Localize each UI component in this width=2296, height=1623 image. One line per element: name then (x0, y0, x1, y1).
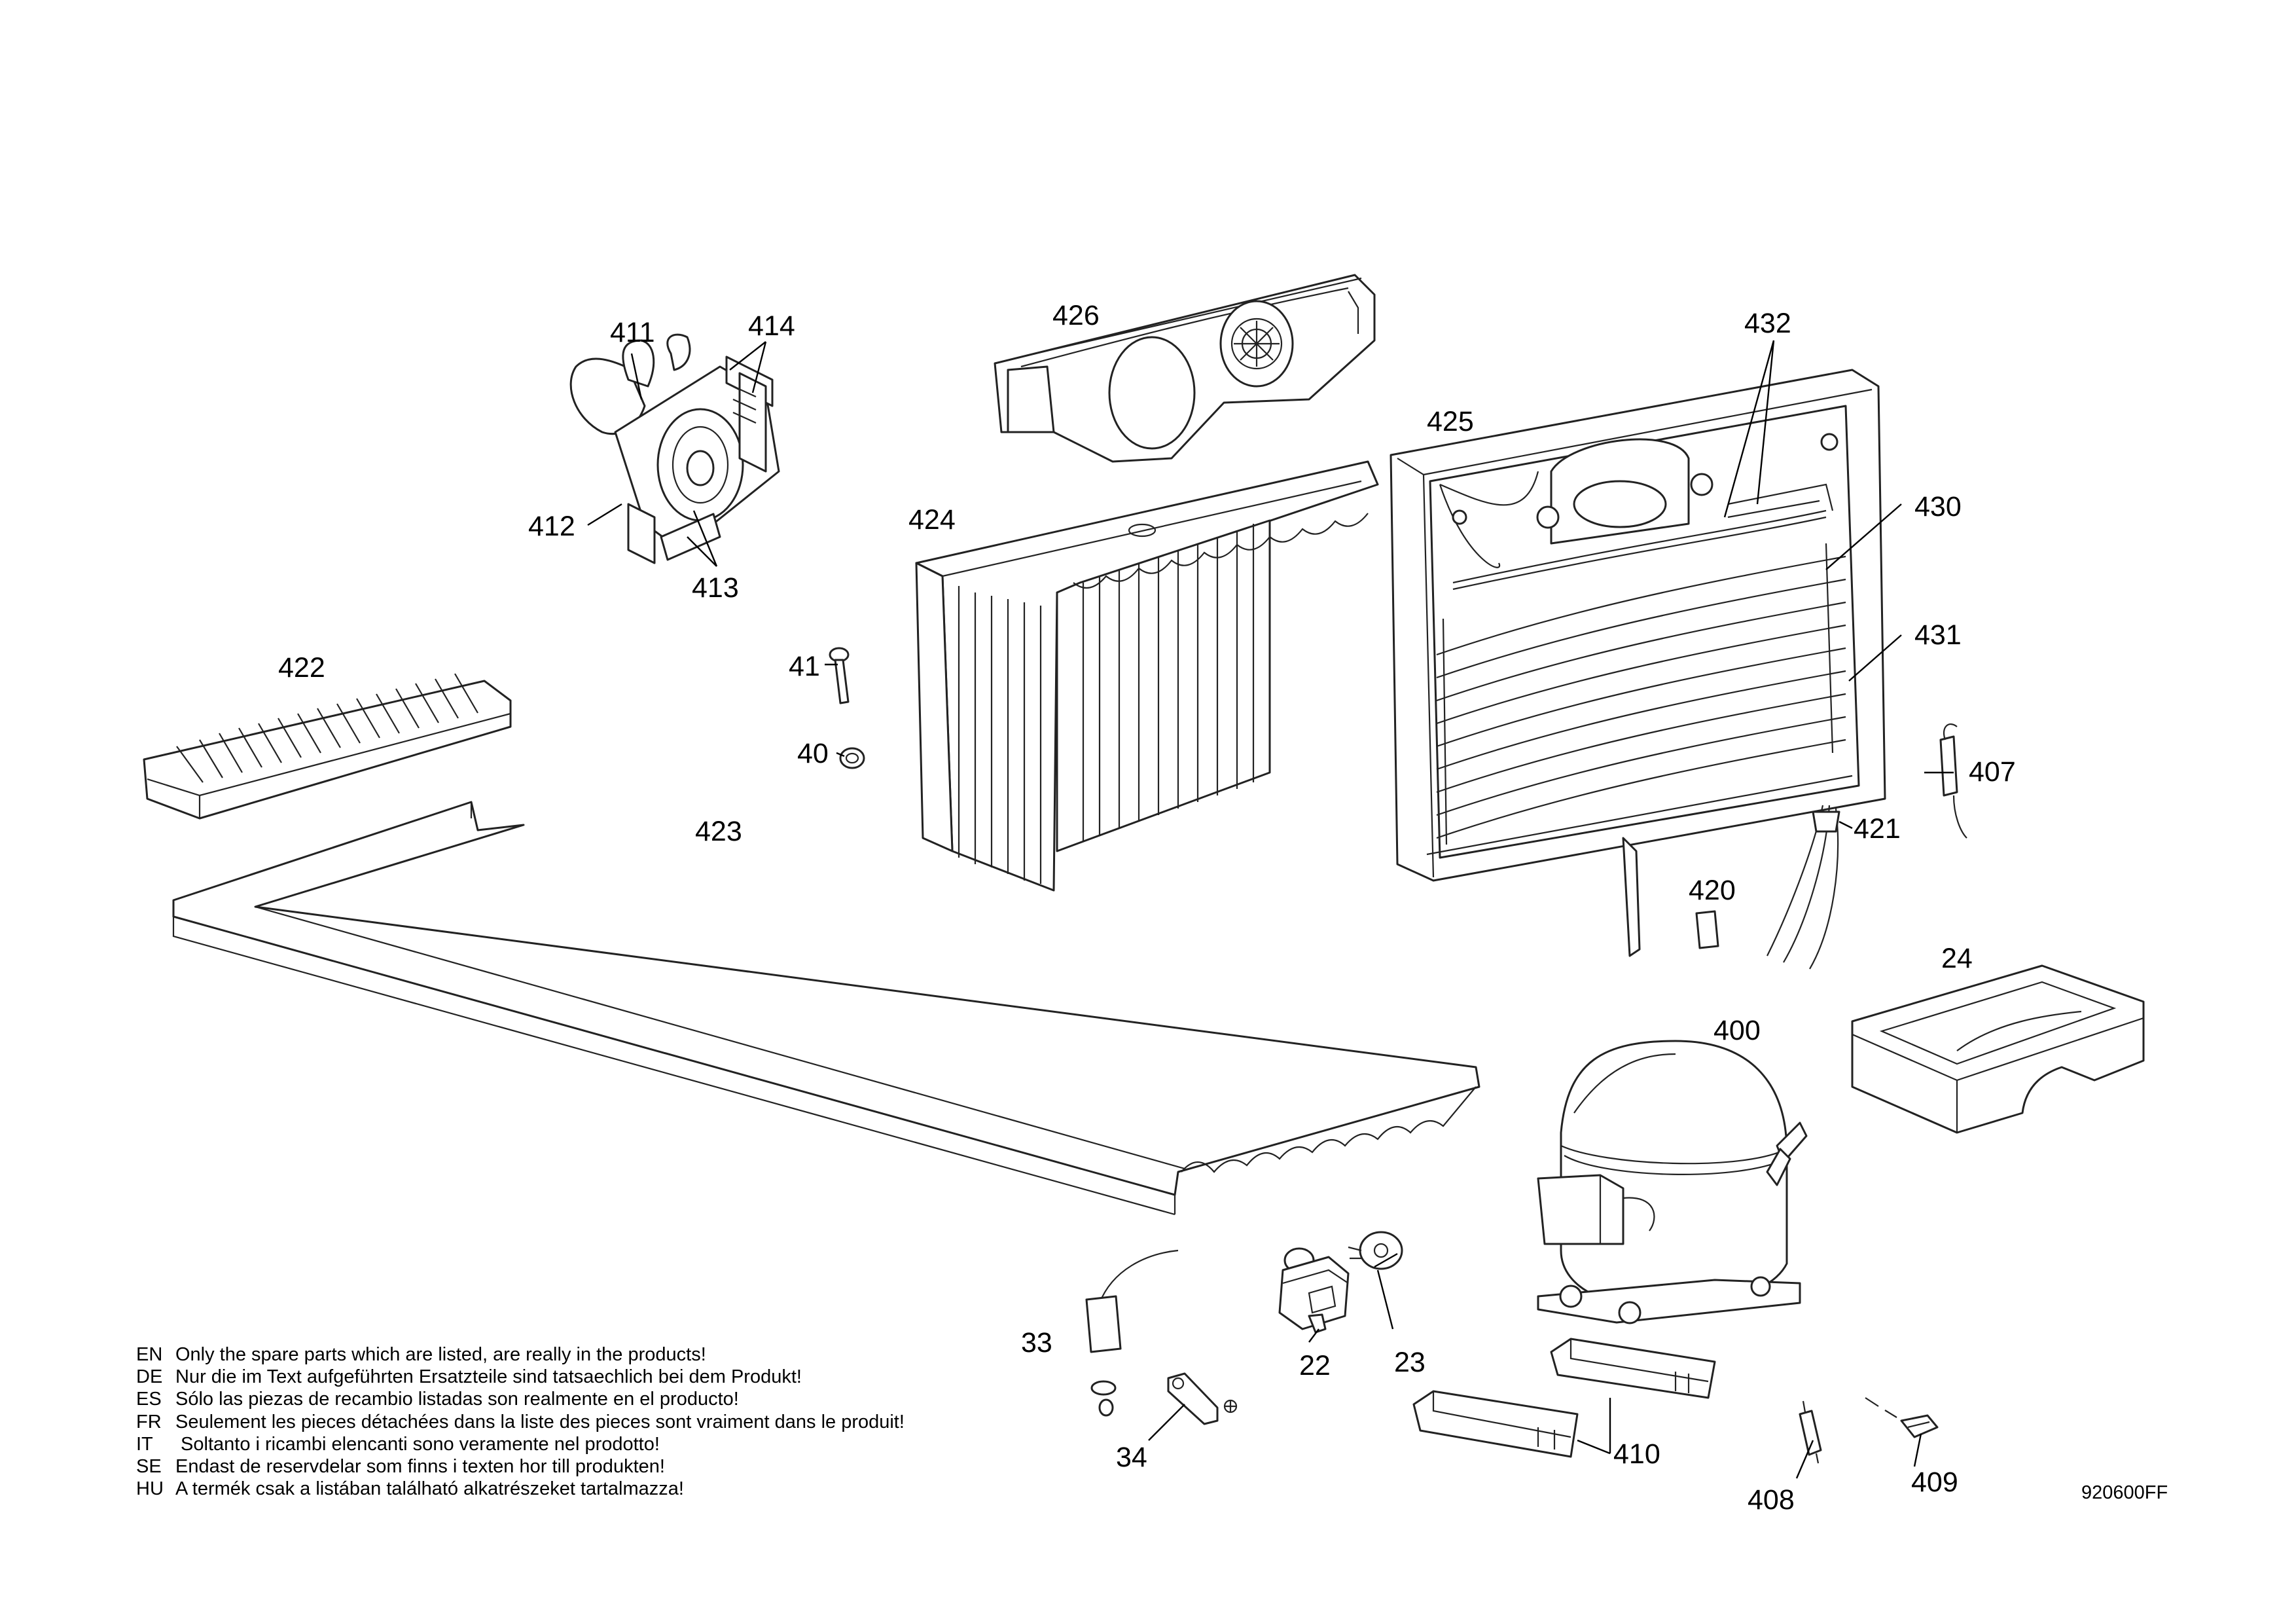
callout-22: 22 (1299, 1350, 1331, 1381)
mounting-rail-upper (1550, 1338, 1716, 1399)
callout-407: 407 (1969, 756, 2016, 788)
duct-cover (994, 274, 1376, 463)
start-relay (1278, 1247, 1350, 1334)
callout-409: 409 (1911, 1467, 1958, 1498)
drier-fitting (1799, 1400, 1822, 1464)
callout-24: 24 (1941, 943, 1973, 974)
callout-40: 40 (797, 738, 829, 769)
callout-431: 431 (1914, 619, 1962, 651)
callout-432: 432 (1744, 308, 1791, 339)
callout-425: 425 (1427, 406, 1474, 437)
callout-422: 422 (278, 652, 325, 684)
callout-414: 414 (748, 310, 795, 342)
callout-413: 413 (692, 572, 739, 604)
ground-bracket (1167, 1372, 1238, 1425)
mounting-rail-lower (1412, 1390, 1579, 1458)
screw-fastener (829, 647, 850, 704)
overload-protector (1348, 1231, 1403, 1270)
drip-tray (1851, 964, 2145, 1134)
callout-34: 34 (1116, 1442, 1147, 1473)
base-profile (172, 801, 1480, 1216)
callout-labels: 411 414 412 413 426 424 425 432 430 431 … (278, 300, 2016, 1516)
thermostat-sensor (1939, 723, 1967, 839)
callout-426: 426 (1052, 300, 1100, 331)
ventilation-grille (143, 673, 512, 820)
clip (1865, 1397, 1939, 1438)
callout-33: 33 (1021, 1327, 1052, 1359)
leader-lines (587, 340, 1954, 1479)
callout-421: 421 (1854, 813, 1901, 845)
rubber-sleeve (1695, 910, 1719, 949)
callout-23: 23 (1394, 1347, 1426, 1378)
callout-41: 41 (789, 651, 820, 682)
note-it: IT Soltanto i ricambi elencanti sono ver… (136, 1433, 660, 1455)
callout-424: 424 (908, 504, 956, 536)
callout-412: 412 (528, 511, 575, 542)
fan-motor-assembly (569, 333, 780, 564)
callout-408: 408 (1748, 1484, 1795, 1516)
start-capacitor (1085, 1249, 1179, 1417)
callout-430: 430 (1914, 491, 1962, 522)
wire-harness (1767, 805, 1840, 970)
callout-400: 400 (1713, 1015, 1761, 1046)
callout-410: 410 (1613, 1438, 1660, 1470)
callout-420: 420 (1689, 875, 1736, 906)
callout-423: 423 (695, 816, 742, 847)
condenser-frame (1390, 369, 1886, 957)
drawing-number: 920600FF (2081, 1482, 2168, 1503)
corrugated-panel (915, 460, 1379, 892)
callout-411: 411 (610, 317, 655, 348)
grommet (839, 747, 865, 769)
compressor (1537, 1040, 1808, 1324)
